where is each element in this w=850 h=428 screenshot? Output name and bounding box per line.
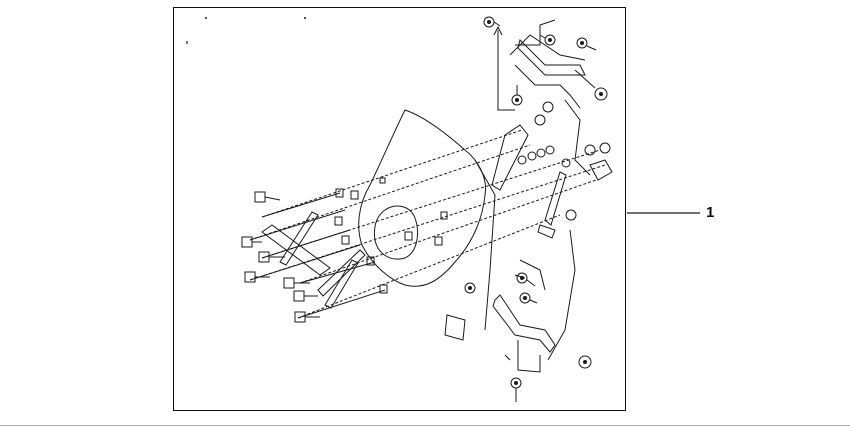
bolt-icon (483, 16, 501, 28)
bolt-icon (510, 377, 522, 402)
page-divider (0, 425, 850, 426)
right-stay-bracket (491, 124, 529, 191)
bolt-icon (258, 251, 285, 263)
nut-icon (594, 87, 608, 101)
nut-icon (464, 282, 476, 294)
bolt-icon (283, 277, 310, 289)
bolt-icon (254, 191, 281, 203)
bolt-icon (293, 290, 318, 302)
nut-icon (578, 355, 592, 369)
bolt-icon (519, 292, 538, 304)
washer-icon (517, 142, 611, 221)
bolt-icon (516, 272, 536, 287)
rubber-pad (444, 314, 466, 341)
left-stay-bracket (261, 224, 331, 276)
part-callout-number: 1 (706, 204, 715, 221)
bolt-icon (576, 37, 597, 51)
bolt-icon (244, 271, 270, 283)
upper-assembly-guide (497, 30, 515, 111)
upper-mount-bracket (517, 39, 586, 76)
collar-icon (334, 177, 448, 294)
bolt-icon (241, 236, 262, 248)
bolt-icon (294, 311, 320, 323)
assembly-lines (249, 129, 606, 319)
diagram-frame (173, 7, 626, 411)
nut-icon (534, 101, 554, 126)
windshield-panel (358, 109, 487, 287)
bolt-icon (539, 34, 556, 46)
bolt-icon (511, 85, 523, 106)
windshield-cutout (373, 205, 418, 260)
lower-mount-bracket (492, 294, 556, 353)
